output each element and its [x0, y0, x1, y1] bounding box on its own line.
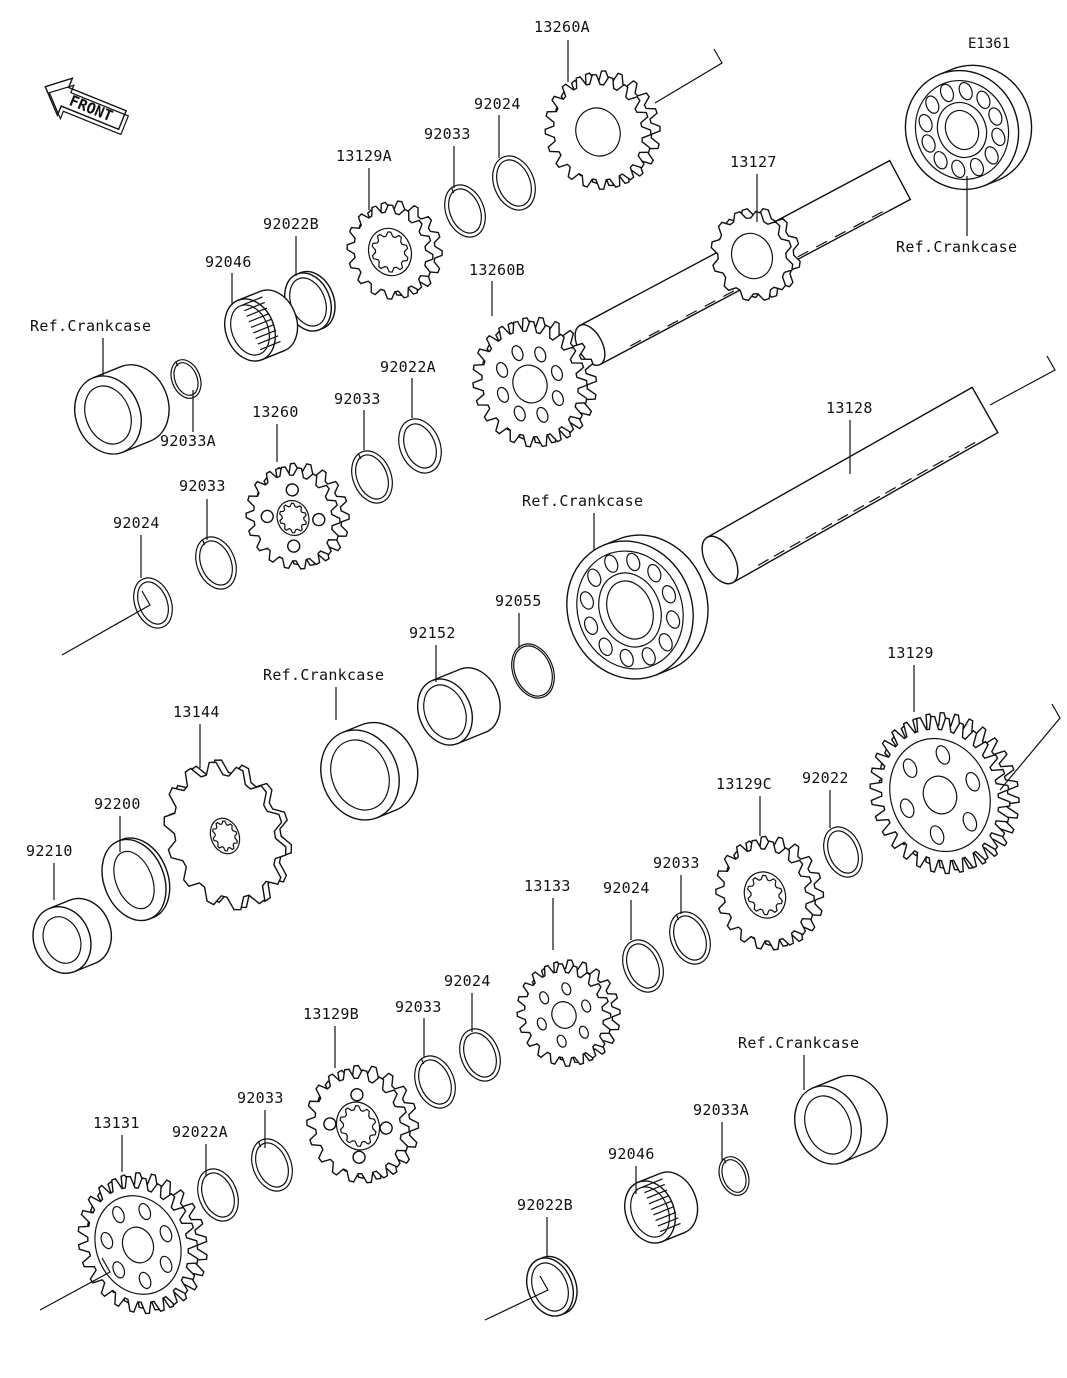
label-ref-crankcase-2: Ref.Crankcase — [30, 317, 152, 335]
gear-13129 — [869, 712, 1020, 875]
snap-ring-92033-c — [195, 536, 237, 590]
bearing-ref-crankcase-1 — [904, 64, 1033, 191]
shaft-13128 — [701, 386, 999, 585]
snap-ring-92022A-bottom — [197, 1168, 239, 1222]
snap-ring-92033-e — [414, 1055, 456, 1109]
label-13131: 13131 — [93, 1114, 140, 1132]
axis-marker-3 — [989, 355, 1056, 406]
washer-92022B-bottom — [526, 1255, 578, 1317]
axis-marker-1 — [61, 590, 151, 656]
snap-ring-92033-a — [444, 184, 486, 238]
label-ref-crankcase-3: Ref.Crankcase — [522, 492, 644, 510]
o-ring-92055 — [511, 643, 555, 699]
label-92033-d: 92033 — [653, 854, 700, 872]
label-92210: 92210 — [26, 842, 73, 860]
label-13129: 13129 — [887, 644, 934, 662]
label-92046-top: 92046 — [205, 253, 252, 271]
label-13260B: 13260B — [469, 261, 525, 279]
collar-92152 — [417, 667, 501, 746]
snap-ring-92033-d — [669, 911, 711, 965]
bearing-ref-crankcase-3 — [566, 534, 709, 680]
gear-13133 — [516, 959, 621, 1067]
label-92200: 92200 — [94, 795, 141, 813]
axis-marker-2 — [654, 48, 723, 104]
snap-ring-92033A-top — [170, 359, 202, 399]
needle-bearing-92046-bottom — [624, 1171, 699, 1244]
label-92024-c: 92024 — [603, 879, 650, 897]
label-92033A-bottom: 92033A — [693, 1101, 749, 1119]
snap-ring-92024-a — [492, 155, 536, 211]
label-ref-crankcase-5: Ref.Crankcase — [738, 1034, 860, 1052]
snap-ring-92022A-top — [398, 418, 442, 474]
label-13260: 13260 — [252, 403, 299, 421]
snap-ring-92022 — [823, 826, 863, 878]
label-13144: 13144 — [173, 703, 220, 721]
label-92046-bottom: 92046 — [608, 1145, 655, 1163]
label-92152: 92152 — [409, 624, 456, 642]
gear-13260B — [472, 316, 598, 448]
lock-washer-92200 — [101, 837, 171, 922]
gear-13260 — [245, 462, 350, 570]
label-13129C: 13129C — [716, 775, 772, 793]
label-92022: 92022 — [802, 769, 849, 787]
label-13260A: 13260A — [534, 18, 590, 36]
gear-13129A — [346, 200, 443, 300]
label-92022A-bottom: 92022A — [172, 1123, 228, 1141]
gear-13127-integral — [710, 207, 801, 302]
gear-13131 — [77, 1172, 208, 1315]
label-ref-crankcase-4: Ref.Crankcase — [263, 666, 385, 684]
label-92033-c: 92033 — [179, 477, 226, 495]
label-ref-crankcase-1: Ref.Crankcase — [896, 238, 1018, 256]
axis-marker-6 — [484, 1275, 549, 1321]
label-92033A-top: 92033A — [160, 432, 216, 450]
nut-92210 — [32, 897, 113, 974]
label-92033-e: 92033 — [395, 998, 442, 1016]
label-13128: 13128 — [826, 399, 873, 417]
snap-ring-92024-d — [459, 1028, 501, 1082]
gear-13129C — [715, 835, 825, 951]
bushing-ref-crankcase-2 — [74, 364, 170, 455]
snap-ring-92033A-bottom — [718, 1156, 750, 1196]
snap-ring-92033-f — [251, 1138, 293, 1192]
gear-13129B — [306, 1064, 420, 1184]
snap-ring-92024-b — [133, 577, 173, 629]
label-92033-b: 92033 — [334, 390, 381, 408]
label-92024-d: 92024 — [444, 972, 491, 990]
label-92024-b: 92024 — [113, 514, 160, 532]
label-13129A: 13129A — [336, 147, 392, 165]
label-92022A-top: 92022A — [380, 358, 436, 376]
sprocket-13144 — [163, 759, 293, 911]
label-92033-a: 92033 — [424, 125, 471, 143]
label-13129B: 13129B — [303, 1005, 359, 1023]
diagram-code: E1361 — [968, 36, 1011, 52]
label-92022B-top: 92022B — [263, 215, 319, 233]
needle-bearing-92046-top — [224, 289, 299, 362]
front-arrow-icon: FRONT — [44, 77, 130, 136]
gear-13260A — [544, 70, 661, 190]
snap-ring-92033-b — [351, 450, 393, 504]
seal-ref-crankcase-4 — [320, 721, 419, 821]
label-13127: 13127 — [730, 153, 777, 171]
label-13133: 13133 — [524, 877, 571, 895]
label-92022B-bottom: 92022B — [517, 1196, 573, 1214]
axis-marker-4 — [999, 703, 1061, 791]
label-92055: 92055 — [495, 592, 542, 610]
bushing-ref-crankcase-5 — [794, 1074, 888, 1165]
snap-ring-92024-c — [622, 939, 664, 993]
label-92033-f: 92033 — [237, 1089, 284, 1107]
label-92024-a: 92024 — [474, 95, 521, 113]
axis-marker-5 — [39, 1257, 111, 1311]
